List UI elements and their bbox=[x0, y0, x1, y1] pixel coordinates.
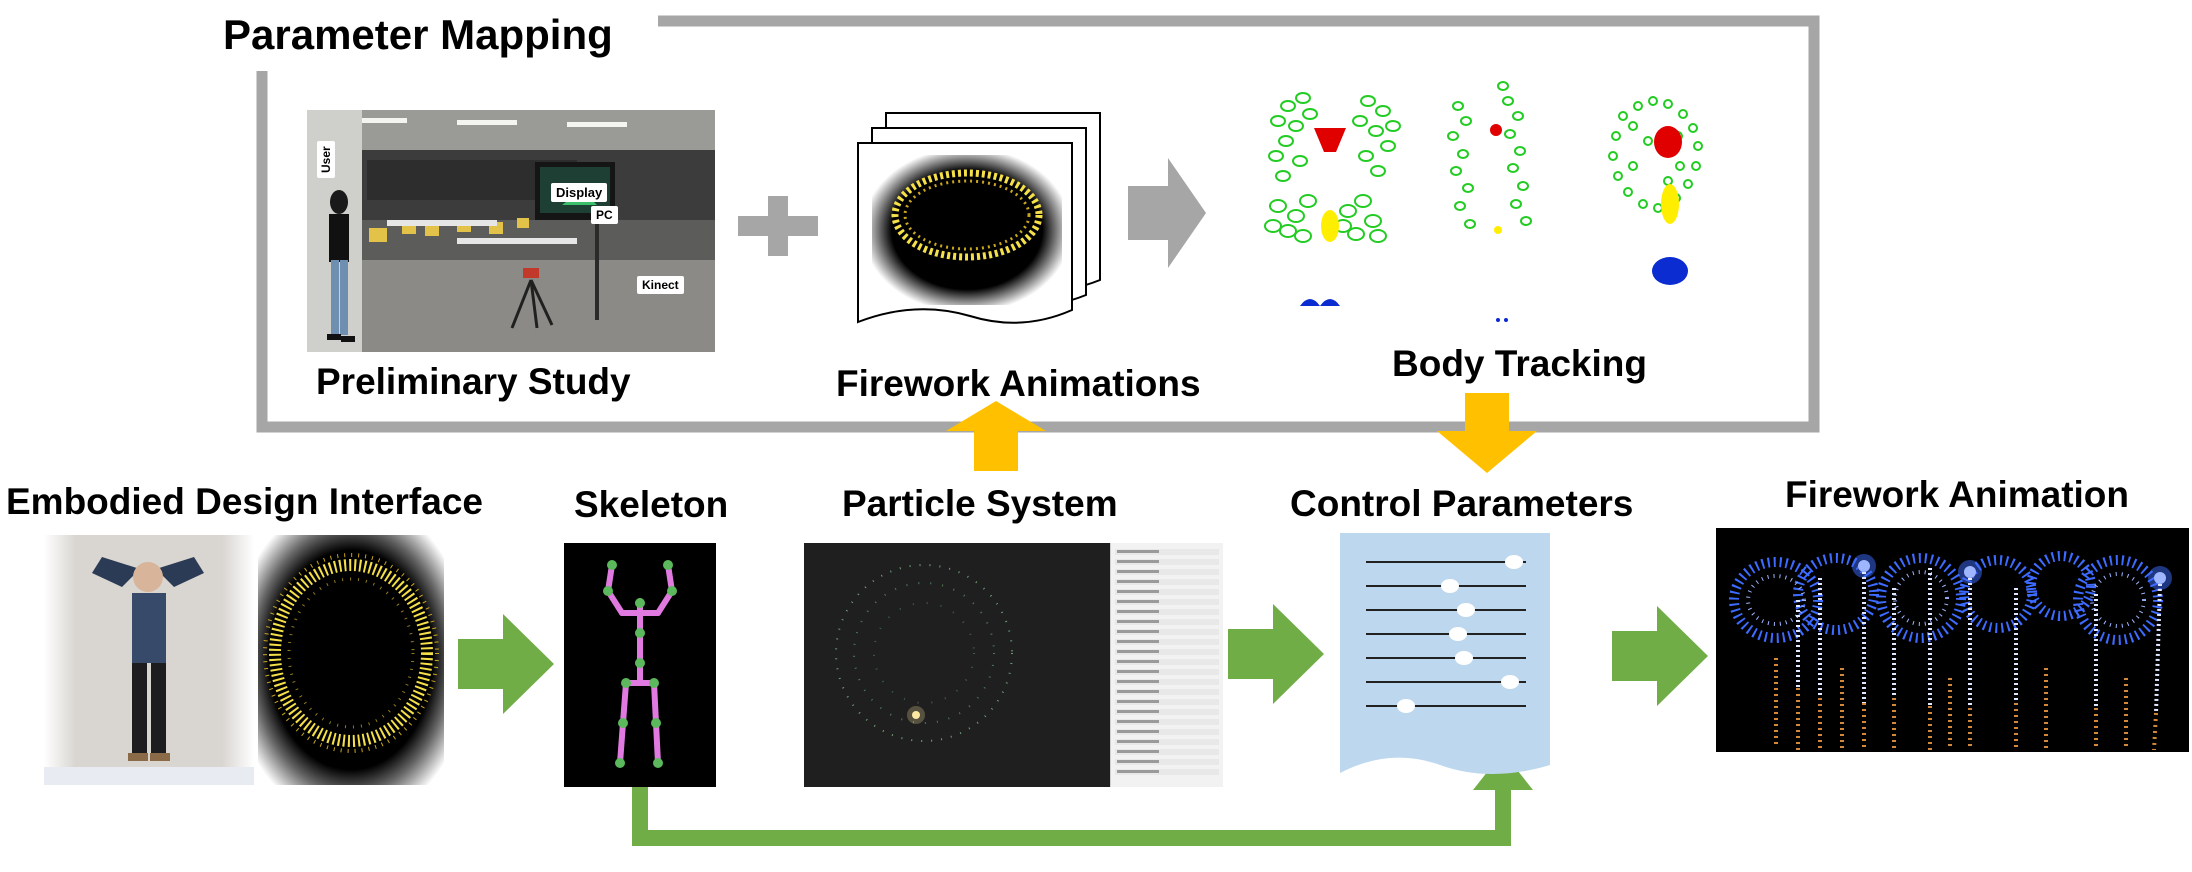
plus-icon bbox=[738, 196, 818, 256]
green-bent-arrow-icon bbox=[632, 785, 1511, 846]
kinect-tag: Kinect bbox=[637, 276, 684, 294]
embodied-design-interface-label: Embodied Design Interface bbox=[6, 481, 483, 522]
firework-animation-label: Firework Animation bbox=[1785, 474, 2130, 515]
firework-animation-render bbox=[1716, 528, 2189, 752]
gray-arrow-right-icon bbox=[1128, 158, 1206, 268]
body-tracking-label: Body Tracking bbox=[1392, 343, 1647, 384]
skeleton-figure bbox=[564, 543, 716, 787]
green-arrow-right-icon bbox=[458, 614, 554, 714]
green-arrow-right-icon bbox=[1228, 604, 1324, 704]
document-icon bbox=[1340, 533, 1550, 774]
inspector-panel bbox=[1110, 543, 1223, 787]
particle-viewport bbox=[804, 543, 1110, 787]
user-tag: User bbox=[317, 141, 335, 178]
preliminary-study-photo: User Display PC Kinect bbox=[307, 110, 715, 352]
preliminary-study-label: Preliminary Study bbox=[316, 361, 631, 402]
parameter-mapping-title: Parameter Mapping bbox=[223, 11, 613, 58]
green-arrow-right-icon bbox=[1612, 606, 1708, 706]
control-parameters-label: Control Parameters bbox=[1290, 483, 1634, 524]
stacked-pages-icon bbox=[857, 112, 1101, 324]
yellow-arrow-down-icon bbox=[1437, 393, 1537, 473]
firework-animations-label: Firework Animations bbox=[836, 363, 1201, 404]
body-tracking-plot bbox=[1264, 81, 1703, 322]
particle-system-editor bbox=[804, 543, 1223, 787]
yellow-arrow-up-icon bbox=[946, 401, 1046, 471]
embodied-ring-preview bbox=[258, 535, 444, 785]
particle-system-label: Particle System bbox=[842, 483, 1118, 524]
user-photo bbox=[44, 535, 254, 785]
pc-tag: PC bbox=[591, 206, 618, 224]
display-tag: Display bbox=[551, 183, 608, 202]
skeleton-label: Skeleton bbox=[574, 484, 729, 525]
